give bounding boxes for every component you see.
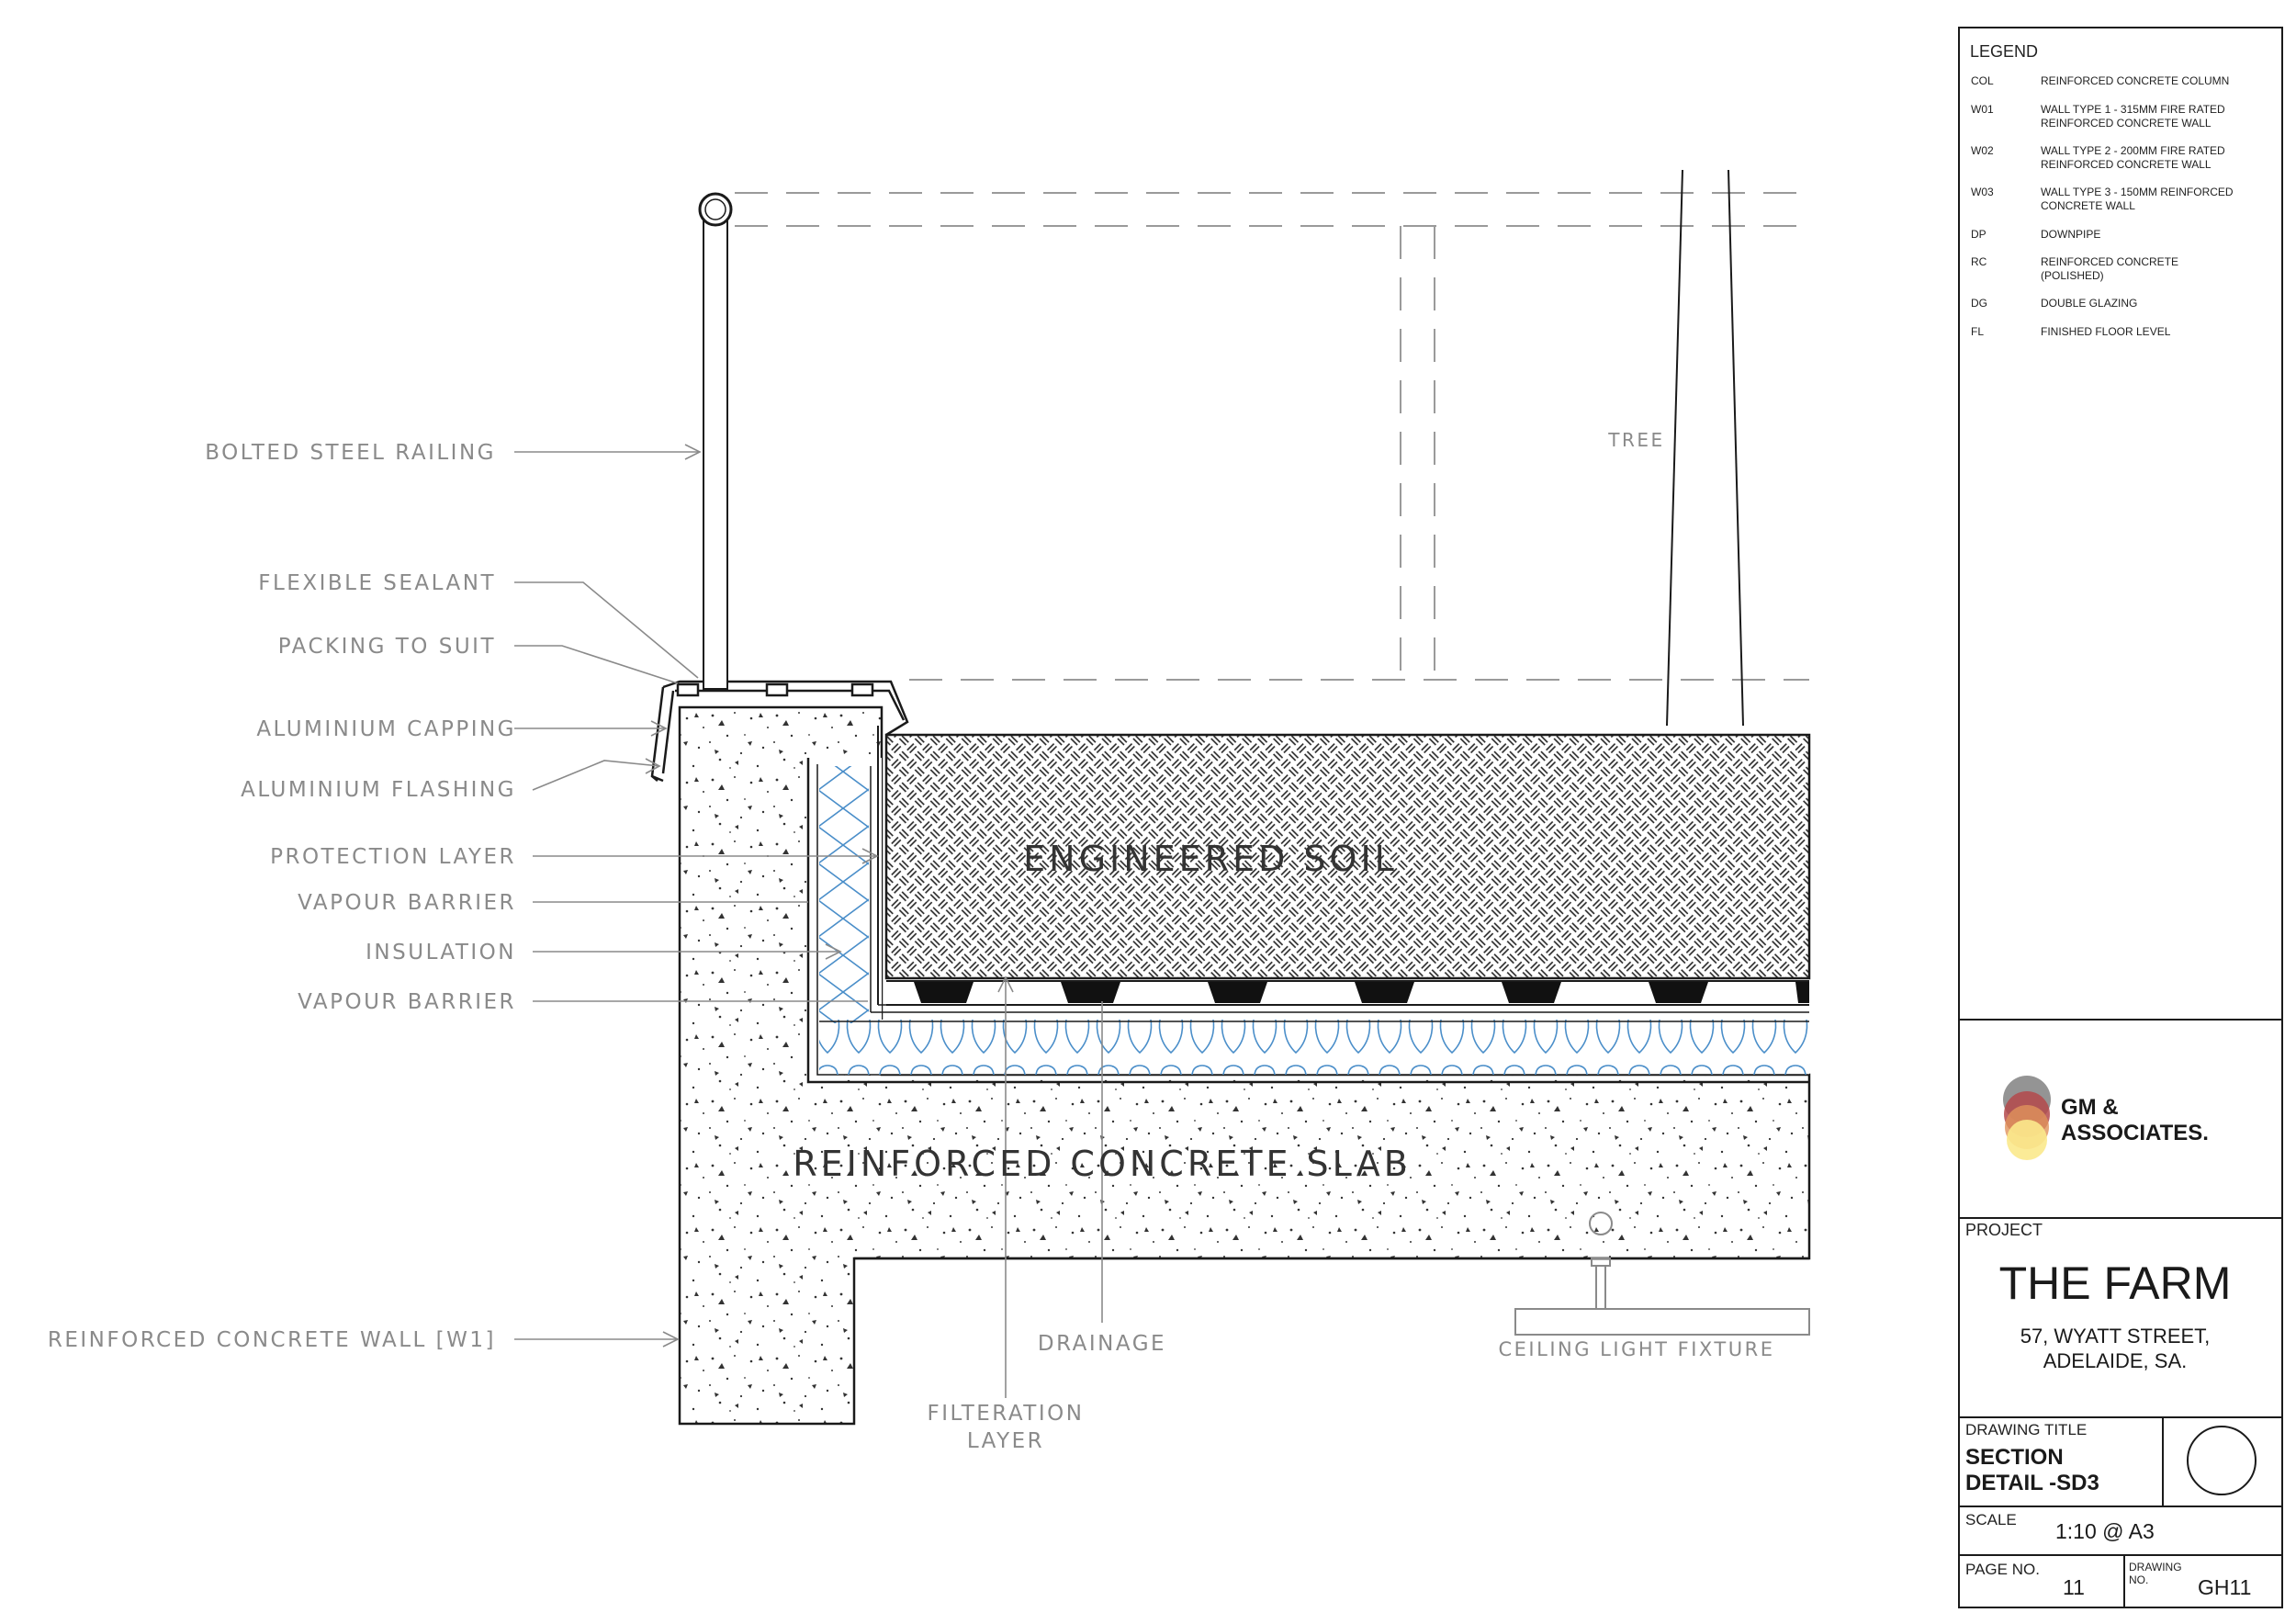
svg-text:CONCRETE WALL: CONCRETE WALL: [2041, 199, 2135, 212]
legend-item: DP DOWNPIPE: [1971, 228, 2100, 241]
drawing-title-2: DETAIL -SD3: [1965, 1471, 2099, 1495]
svg-text:(POLISHED): (POLISHED): [2041, 269, 2104, 282]
steel-railing: [698, 192, 733, 690]
scale-value: 1:10 @ A3: [2055, 1519, 2155, 1543]
label-reinforced-concrete-wall: REINFORCED CONCRETE WALL [W1]: [48, 1328, 496, 1352]
label-insulation: INSULATION: [366, 941, 516, 964]
wall-insulation: [819, 766, 869, 1023]
label-protection-layer: PROTECTION LAYER: [270, 845, 516, 869]
drawing-no-label-2: NO.: [2129, 1573, 2148, 1586]
svg-text:WALL TYPE 3 - 150MM REINFORCED: WALL TYPE 3 - 150MM REINFORCED: [2041, 186, 2234, 198]
svg-text:REINFORCED CONCRETE WALL: REINFORCED CONCRETE WALL: [2041, 117, 2212, 130]
label-bolted-steel-railing: BOLTED STEEL RAILING: [205, 441, 496, 465]
label-filtration-2: LAYER: [967, 1429, 1044, 1453]
svg-text:W03: W03: [1971, 186, 1994, 198]
svg-text:FL: FL: [1971, 325, 1984, 338]
svg-text:DG: DG: [1971, 297, 1987, 310]
logo-circle-4: [2007, 1120, 2047, 1160]
company-name-2: ASSOCIATES.: [2061, 1121, 2209, 1145]
legend-title: LEGEND: [1970, 42, 2038, 61]
label-aluminium-capping: ALUMINIUM CAPPING: [256, 717, 516, 741]
drainage-cells: [914, 982, 1809, 1003]
engineered-soil: [884, 733, 1811, 980]
label-flexible-sealant: FLEXIBLE SEALANT: [258, 571, 496, 595]
project-label: PROJECT: [1965, 1221, 2043, 1239]
legend-item: COL REINFORCED CONCRETE COLUMN: [1971, 74, 2229, 87]
page-value: 11: [2063, 1575, 2085, 1599]
label-vapour-barrier-1: VAPOUR BARRIER: [298, 891, 516, 915]
label-tree: TREE: [1607, 429, 1664, 451]
svg-text:DP: DP: [1971, 228, 1986, 241]
svg-text:DOUBLE GLAZING: DOUBLE GLAZING: [2041, 297, 2137, 310]
leader-lines: [514, 444, 1103, 1398]
ceiling-light-fixture: [1514, 1212, 1810, 1336]
project-name: THE FARM: [1999, 1257, 2232, 1309]
label-aluminium-flashing: ALUMINIUM FLASHING: [241, 778, 516, 802]
slab-insulation: [819, 1020, 1809, 1075]
legend: LEGEND COL REINFORCED CONCRETE COLUMN W0…: [1970, 42, 2234, 338]
drawing-info: DRAWING TITLE SECTION DETAIL -SD3 SCALE …: [1965, 1421, 2251, 1599]
svg-text:WALL TYPE 1 - 315MM FIRE RATED: WALL TYPE 1 - 315MM FIRE RATED: [2041, 103, 2225, 116]
drawing-title-1: SECTION: [1965, 1445, 2064, 1470]
label-filtration-1: FILTERATION: [928, 1402, 1085, 1426]
svg-text:REINFORCED CONCRETE WALL: REINFORCED CONCRETE WALL: [2041, 158, 2212, 171]
scale-label: SCALE: [1965, 1511, 2017, 1528]
project-address-2: ADELAIDE, SA.: [2043, 1349, 2188, 1372]
svg-text:REINFORCED CONCRETE: REINFORCED CONCRETE: [2041, 255, 2178, 268]
svg-text:WALL TYPE 2 - 200MM FIRE RATED: WALL TYPE 2 - 200MM FIRE RATED: [2041, 144, 2225, 157]
label-ceiling-light-fixture: CEILING LIGHT FIXTURE: [1499, 1338, 1775, 1360]
svg-text:REINFORCED CONCRETE COLUMN: REINFORCED CONCRETE COLUMN: [2041, 74, 2229, 87]
company-logo: GM & ASSOCIATES.: [2003, 1076, 2209, 1160]
svg-text:RC: RC: [1971, 255, 1987, 268]
drawing-no-value: GH11: [2198, 1575, 2251, 1599]
svg-text:COL: COL: [1971, 74, 1994, 87]
dashed-railing-lines: [735, 192, 1809, 681]
legend-item: W01 WALL TYPE 1 - 315MM FIRE RATED REINF…: [1971, 103, 2225, 130]
project-address-1: 57, WYATT STREET,: [2020, 1325, 2211, 1348]
legend-item: FL FINISHED FLOOR LEVEL: [1971, 325, 2171, 338]
drawing-no-label-1: DRAWING: [2129, 1561, 2182, 1573]
tree-trunk: [1666, 169, 1744, 727]
svg-text:DOWNPIPE: DOWNPIPE: [2041, 228, 2100, 241]
legend-item: DG DOUBLE GLAZING: [1971, 297, 2137, 310]
svg-text:W01: W01: [1971, 103, 1994, 116]
label-drainage: DRAINAGE: [1038, 1332, 1166, 1356]
label-vapour-barrier-2: VAPOUR BARRIER: [298, 990, 516, 1014]
legend-item: W03 WALL TYPE 3 - 150MM REINFORCED CONCR…: [1971, 186, 2234, 212]
label-reinforced-concrete-slab: REINFORCED CONCRETE SLAB: [793, 1144, 1412, 1184]
svg-text:FINISHED FLOOR LEVEL: FINISHED FLOOR LEVEL: [2041, 325, 2171, 338]
company-name-1: GM &: [2061, 1095, 2119, 1120]
drawing-title-label: DRAWING TITLE: [1965, 1421, 2087, 1438]
legend-item: RC REINFORCED CONCRETE (POLISHED): [1971, 255, 2178, 282]
title-block: [1958, 27, 2283, 1608]
legend-item: W02 WALL TYPE 2 - 200MM FIRE RATED REINF…: [1971, 144, 2225, 171]
label-packing-to-suit: PACKING TO SUIT: [278, 635, 496, 659]
aluminium-capping: [650, 680, 909, 783]
callout-labels: BOLTED STEEL RAILING FLEXIBLE SEALANT PA…: [48, 429, 1775, 1453]
label-engineered-soil: ENGINEERED SOIL: [1023, 839, 1398, 879]
project-block: PROJECT THE FARM 57, WYATT STREET, ADELA…: [1965, 1221, 2231, 1372]
page-label: PAGE NO.: [1965, 1561, 2040, 1578]
svg-text:W02: W02: [1971, 144, 1994, 157]
